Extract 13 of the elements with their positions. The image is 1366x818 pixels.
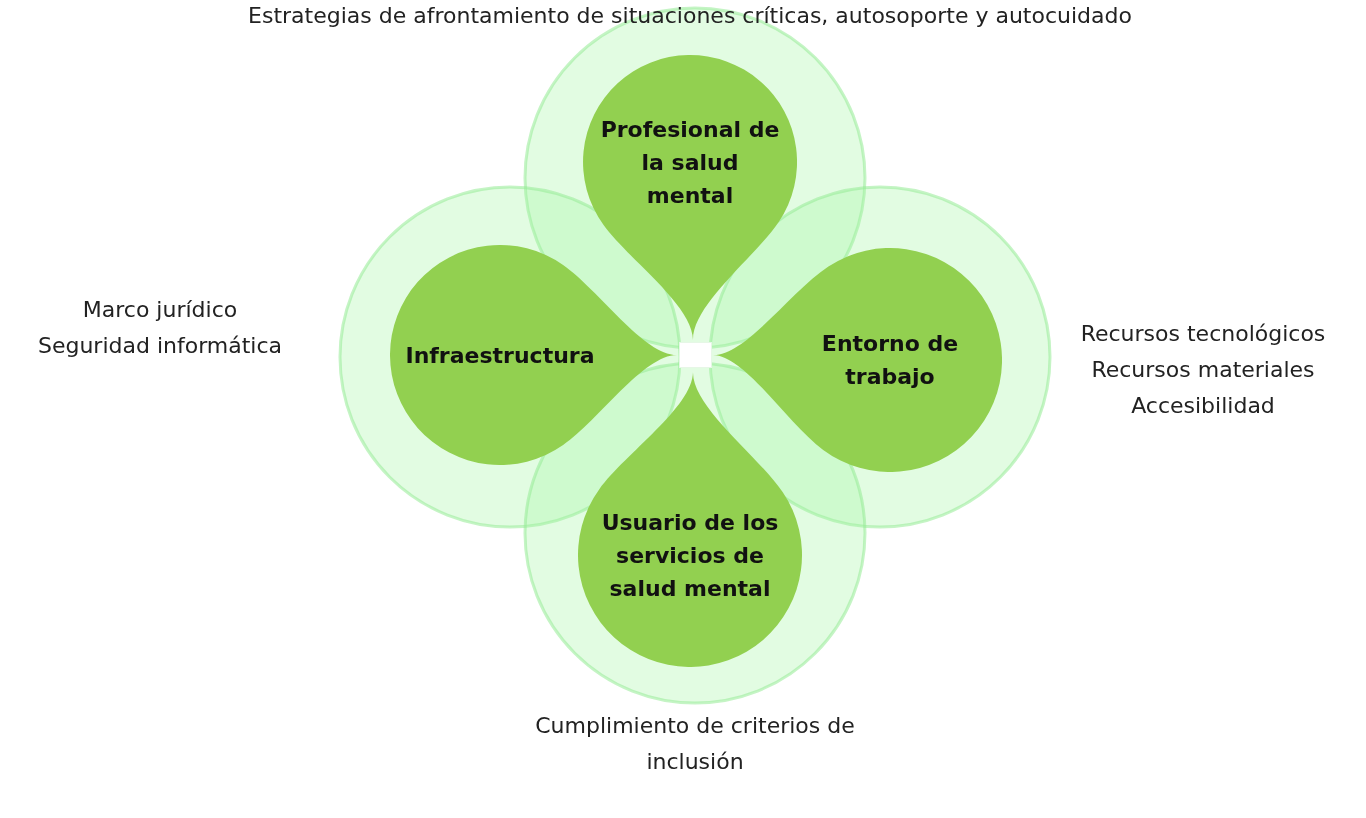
side-note: Recursos tecnológicos	[1079, 320, 1327, 348]
side-note: Accesibilidad	[1130, 392, 1276, 420]
side-note: Marco jurídico	[81, 296, 239, 324]
side-note: Recursos materiales	[1090, 356, 1316, 384]
node-label: Infraestructura	[404, 341, 596, 370]
side-note: Seguridad informática	[36, 332, 284, 360]
side-note: Cumplimiento de criterios de inclusión	[534, 712, 856, 776]
node-label: Entorno de trabajo	[820, 330, 960, 391]
node-label: Profesional de la salud mental	[599, 115, 781, 210]
center-square	[679, 342, 712, 368]
node-label: Usuario de los servicios de salud mental	[600, 508, 780, 603]
teardrop-shape	[583, 55, 797, 340]
side-note: Estrategias de afrontamiento de situaciones críticas, autosoporte y autocuidado	[247, 2, 1133, 30]
